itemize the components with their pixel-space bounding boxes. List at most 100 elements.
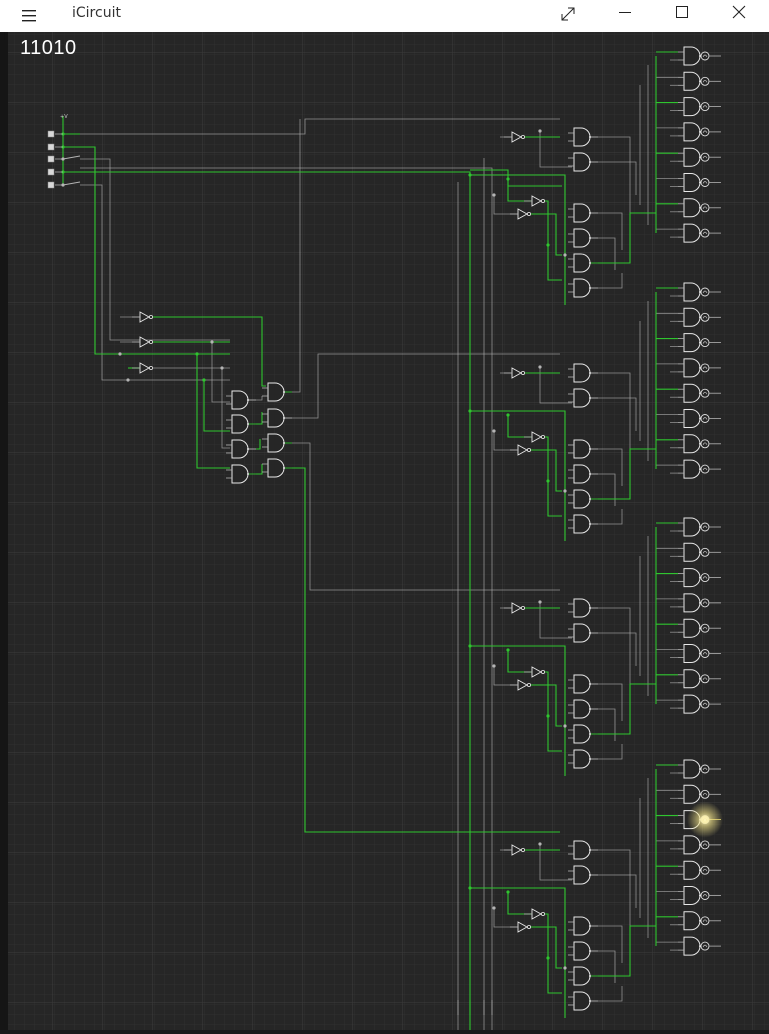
- junction-dot: [492, 429, 496, 433]
- not-gate: [132, 311, 153, 323]
- lamp: [700, 178, 721, 187]
- minimize-icon[interactable]: [601, 0, 649, 32]
- wire-on: [203, 380, 230, 432]
- lamp-glow: [687, 801, 723, 838]
- and-gate: [568, 916, 598, 936]
- not-gate: [524, 666, 546, 678]
- junction-dot: [506, 413, 510, 417]
- and-gate: [568, 464, 598, 484]
- wire-off: [211, 342, 230, 403]
- wire-off: [80, 118, 560, 135]
- circuit-canvas[interactable]: +V: [0, 32, 769, 1030]
- lamp: [700, 598, 721, 608]
- junction-dot: [492, 664, 496, 668]
- junction-dot: [210, 340, 214, 344]
- wire-on: [544, 200, 562, 281]
- junction-dot: [195, 352, 199, 356]
- and-gate: [678, 593, 708, 613]
- lamp: [700, 547, 721, 557]
- lamp: [700, 312, 721, 322]
- junction-dot: [546, 479, 550, 483]
- input-switch: [47, 155, 81, 163]
- lamp: [700, 76, 721, 86]
- wire-off: [598, 237, 616, 270]
- not-gate: [504, 602, 526, 614]
- wire-on: [598, 448, 656, 500]
- and-gate: [262, 433, 292, 453]
- wire-on: [544, 913, 562, 994]
- lamp: [700, 203, 721, 213]
- wire-off: [598, 397, 637, 431]
- not-gate: [132, 336, 153, 348]
- lamp: [700, 865, 721, 875]
- left-edge-strip: [0, 32, 8, 1030]
- wire-off: [539, 131, 572, 168]
- wire-on: [470, 410, 566, 541]
- wire-on: [530, 684, 562, 727]
- wire-on: [292, 467, 560, 833]
- lamp: [700, 464, 721, 474]
- lamp: [700, 522, 721, 532]
- wire-off: [292, 442, 560, 591]
- not-gate: [524, 195, 546, 207]
- wire-on: [470, 174, 566, 305]
- wire-on: [80, 171, 471, 1015]
- junction-dot: [492, 906, 496, 910]
- expand-icon[interactable]: [544, 0, 592, 32]
- and-gate: [568, 749, 598, 769]
- junction-dot: [202, 378, 206, 382]
- and-gate: [568, 203, 598, 223]
- and-gate: [262, 382, 292, 402]
- junction-dot: [118, 352, 122, 356]
- and-gate: [226, 464, 256, 484]
- lamp: [700, 573, 721, 583]
- junction-dot: [563, 253, 567, 257]
- and-gate: [568, 514, 598, 534]
- wire-off: [598, 448, 623, 486]
- wire-off: [598, 607, 631, 696]
- wire-on: [80, 146, 230, 355]
- wire-off: [292, 353, 560, 419]
- not-gate: [510, 208, 532, 220]
- and-gate: [678, 669, 708, 689]
- wire-off: [598, 273, 623, 289]
- not-gate: [524, 908, 546, 920]
- not-gate: [510, 444, 532, 456]
- and-gate: [568, 278, 598, 298]
- lamp: [700, 674, 721, 684]
- lamp: [700, 388, 721, 398]
- wire-off: [221, 368, 230, 449]
- wire-on: [598, 925, 656, 977]
- junction-dot: [538, 129, 542, 133]
- and-gate: [568, 489, 598, 509]
- wire-off: [598, 509, 623, 525]
- wire-on: [530, 449, 562, 492]
- lamp: [700, 840, 721, 850]
- junction-dot: [506, 890, 510, 894]
- not-gate: [510, 679, 532, 691]
- and-gate: [568, 439, 598, 459]
- wire-off: [539, 844, 572, 881]
- hamburger-icon[interactable]: [14, 6, 44, 26]
- circuit-diagram[interactable]: +V: [0, 32, 769, 1030]
- and-gate: [568, 674, 598, 694]
- and-gate: [678, 409, 708, 428]
- lamp: [700, 363, 721, 373]
- junction-dot: [468, 886, 472, 890]
- and-gate: [678, 282, 708, 302]
- lamp: [700, 228, 721, 238]
- close-icon[interactable]: [715, 0, 763, 32]
- maximize-icon[interactable]: [658, 0, 706, 32]
- wire-on: [470, 887, 566, 1018]
- wire-off: [539, 367, 572, 404]
- not-gate: [510, 921, 532, 933]
- and-gate: [568, 127, 598, 147]
- junction-dot: [506, 177, 510, 181]
- and-gate: [568, 598, 598, 618]
- wire-on: [152, 316, 266, 387]
- lamp: [700, 152, 721, 162]
- and-gate: [226, 414, 256, 434]
- wire-off: [598, 136, 631, 225]
- not-gate: [524, 431, 546, 443]
- and-gate: [678, 307, 708, 327]
